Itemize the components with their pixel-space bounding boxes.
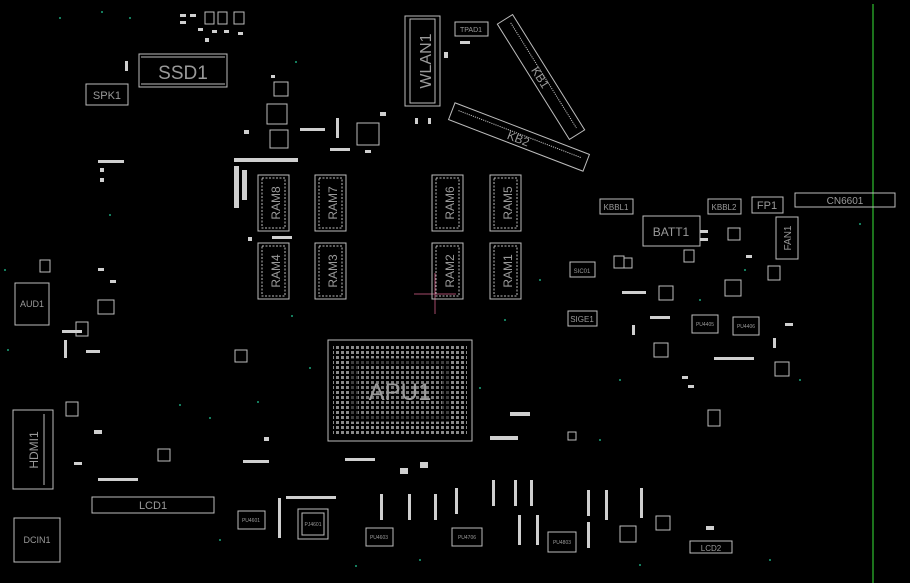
center-top-cluster [98, 75, 431, 208]
kbbl2-connector[interactable]: KBBL2 [707, 198, 742, 215]
pu4601-label: PU4601 [242, 518, 260, 524]
ram2-chip[interactable]: RAM2 [431, 242, 464, 300]
speaker-connector[interactable]: SPK1 [85, 83, 129, 106]
ram1-chip[interactable]: RAM1 [489, 242, 522, 300]
pu4803-label: PU4803 [553, 540, 571, 546]
ram3-chip[interactable]: RAM3 [314, 242, 347, 300]
dcin-label: DCIN1 [23, 535, 50, 545]
ram3-label: RAM3 [326, 254, 340, 288]
tpad-label: TPAD1 [460, 27, 482, 34]
fan-connector[interactable]: FAN1 [775, 216, 799, 260]
ssd-connector[interactable]: SSD1 [138, 53, 228, 88]
dc-in-jack[interactable]: DCIN1 [13, 517, 61, 563]
wlan-module[interactable]: WLAN1 [404, 15, 441, 107]
ram5-label: RAM5 [501, 186, 515, 220]
ram7-label: RAM7 [326, 186, 340, 220]
pu4405-chip[interactable]: PU4405 [691, 314, 719, 334]
cn6601-label: CN6601 [827, 196, 864, 207]
pu4706-label: PU4706 [458, 535, 476, 541]
crosshair-marker [414, 273, 456, 314]
fp1-label: FP1 [757, 200, 777, 212]
left-component-cluster [39, 259, 375, 481]
cn6601-connector[interactable]: CN6601 [794, 192, 896, 208]
ram6-chip[interactable]: RAM6 [431, 174, 464, 232]
sic-label: SIC01 [574, 269, 591, 275]
right-component-cluster [613, 227, 793, 427]
ram7-chip[interactable]: RAM7 [314, 174, 347, 232]
ram8-chip[interactable]: RAM8 [257, 174, 290, 232]
ram4-chip[interactable]: RAM4 [257, 242, 290, 300]
kbbl2-label: KBBL2 [712, 203, 737, 212]
pj4601-label: PJ4601 [305, 522, 322, 528]
lcd1-label: LCD1 [139, 500, 167, 512]
bottom-component-cluster [278, 412, 714, 548]
kbbl1-connector[interactable]: KBBL1 [599, 198, 634, 215]
pu4803-chip[interactable]: PU4803 [547, 531, 577, 553]
fan-label: FAN1 [783, 225, 794, 250]
pu4406-chip[interactable]: PU4406 [732, 316, 760, 336]
lcd2-label: LCD2 [701, 544, 722, 553]
ssd-label: SSD1 [158, 63, 208, 84]
audio-jack[interactable]: AUD1 [14, 282, 50, 326]
fingerprint-connector[interactable]: FP1 [751, 196, 784, 214]
ram8-label: RAM8 [269, 186, 283, 220]
aud-label: AUD1 [20, 299, 44, 309]
pu4601-chip[interactable]: PU4601 [237, 510, 266, 530]
apu-chip[interactable]: APU1 [327, 339, 473, 442]
spk-label: SPK1 [93, 90, 121, 102]
top-component-cluster [180, 11, 245, 42]
touchpad-connector[interactable]: TPAD1 [454, 21, 489, 37]
pu4603-chip[interactable]: PU4603 [365, 527, 394, 547]
pu4405-label: PU4405 [696, 322, 714, 328]
lcd1-connector[interactable]: LCD1 [91, 496, 215, 514]
ram2-label: RAM2 [443, 254, 457, 288]
ram5-chip[interactable]: RAM5 [489, 174, 522, 232]
ram4-label: RAM4 [269, 254, 283, 288]
sic01-chip[interactable]: SIC01 [569, 261, 596, 278]
sige-label: SIGE1 [570, 315, 594, 324]
kbbl1-label: KBBL1 [604, 203, 629, 212]
pu4706-chip[interactable]: PU4706 [451, 527, 483, 547]
pj4601-chip[interactable]: PJ4601 [297, 508, 329, 540]
ram6-label: RAM6 [443, 186, 457, 220]
wlan-label: WLAN1 [418, 33, 435, 88]
lcd2-connector[interactable]: LCD2 [689, 540, 733, 554]
apu-label: APU1 [369, 379, 432, 406]
hdmi-label: HDMI1 [27, 431, 41, 469]
pu4603-label: PU4603 [370, 535, 388, 541]
batt-label: BATT1 [653, 225, 690, 239]
ram1-label: RAM1 [501, 254, 515, 288]
pu4406-label: PU4406 [737, 324, 755, 330]
via-dots [4, 11, 861, 567]
sige1-chip[interactable]: SIGE1 [567, 310, 598, 327]
hdmi-port[interactable]: HDMI1 [12, 409, 54, 490]
